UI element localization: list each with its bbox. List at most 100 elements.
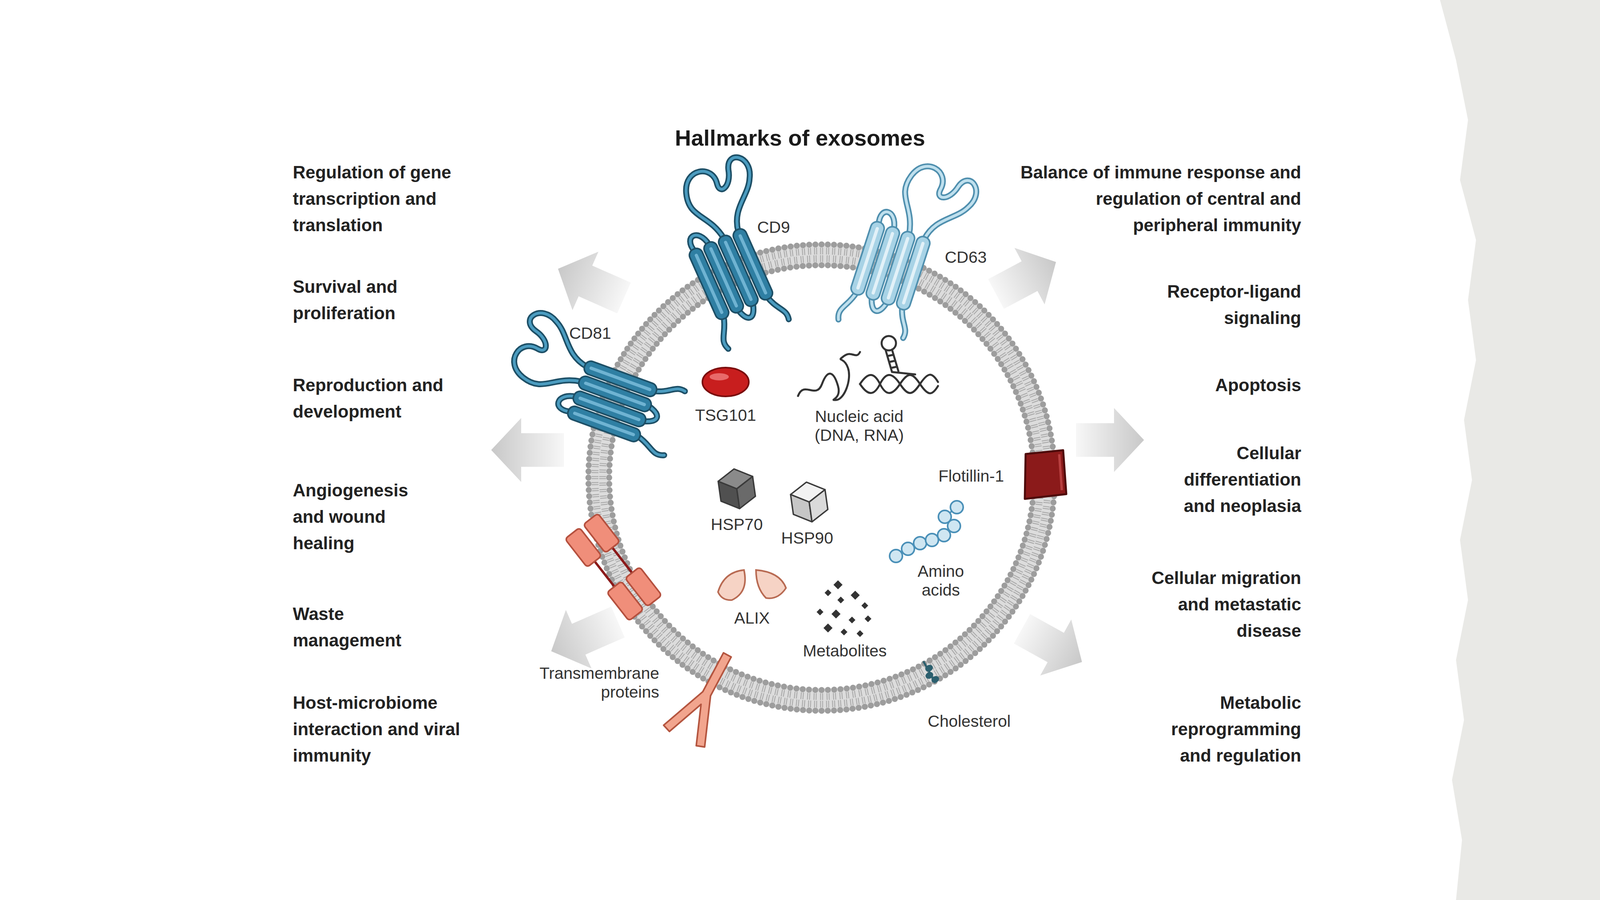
- lipid-tail: [936, 669, 940, 676]
- lipid-tail: [1041, 518, 1048, 520]
- lipid-tail: [877, 686, 880, 693]
- lipid-tail: [879, 685, 882, 692]
- lipid-tail: [1032, 432, 1040, 435]
- lipid-head: [694, 302, 701, 308]
- lipid-head: [962, 291, 969, 298]
- lipid-tail: [944, 285, 948, 291]
- lipid-head: [787, 243, 794, 250]
- lipid-head: [998, 361, 1005, 368]
- lipid-head: [932, 654, 938, 661]
- lipid-head: [586, 456, 592, 462]
- lipid-tail: [736, 685, 740, 692]
- lipid-tail: [1039, 526, 1047, 528]
- lipid-tail: [620, 367, 626, 371]
- lipid-tail: [1000, 339, 1006, 344]
- lipid-head: [606, 462, 613, 468]
- lipid-head: [1046, 425, 1053, 432]
- lipid-tail: [770, 261, 772, 268]
- lipid-head: [818, 708, 825, 714]
- lipid-tail: [1006, 363, 1013, 368]
- lipid-tail: [828, 693, 830, 700]
- function-label: Survival and proliferation: [292, 273, 425, 327]
- lipid-head: [1012, 388, 1019, 395]
- lipid-tail: [592, 454, 600, 456]
- lipid-tail: [870, 695, 872, 703]
- protein-loop: [654, 381, 686, 402]
- lipid-tail: [1030, 529, 1038, 531]
- lipid-tail: [599, 476, 606, 477]
- lipid-tail: [844, 699, 846, 707]
- lipid-tail: [1038, 424, 1046, 426]
- lipid-head: [880, 699, 886, 706]
- lipid-tail: [1040, 430, 1047, 432]
- lipid-tail: [726, 672, 730, 679]
- lipid-tail: [675, 650, 680, 656]
- dimer-subunit: [583, 513, 620, 553]
- lipid-tail: [602, 437, 610, 439]
- lipid-head: [662, 618, 668, 624]
- lipid-tail: [662, 628, 668, 634]
- lipid-tail: [977, 627, 982, 632]
- lipid-tail: [846, 699, 848, 707]
- lipid-tail: [1028, 413, 1035, 416]
- lipid-head: [660, 303, 667, 310]
- lipid-head: [880, 677, 887, 684]
- lipid-tail: [644, 343, 650, 348]
- lipid-head: [1042, 542, 1048, 548]
- transmembrane-helix: [731, 226, 775, 302]
- lipid-tail: [975, 322, 981, 327]
- lipid-tail: [1003, 358, 1009, 362]
- lipid-tail: [1030, 533, 1037, 536]
- lipid-tail: [622, 361, 629, 366]
- lipid-tail: [1038, 531, 1045, 534]
- lipid-tail: [636, 341, 642, 346]
- lipid-tail: [928, 276, 932, 282]
- cube-face: [790, 492, 812, 524]
- lipid-tail: [996, 334, 1002, 340]
- lipid-head: [831, 241, 838, 248]
- lipid-tail: [1032, 523, 1040, 525]
- lipid-tail: [792, 249, 793, 257]
- lipid-head: [763, 701, 770, 708]
- lipid-head: [1027, 437, 1034, 444]
- lipid-tail: [688, 290, 693, 296]
- lipid-tail: [990, 624, 996, 629]
- lipid-tail: [897, 679, 900, 686]
- lipid-head: [670, 322, 677, 329]
- lipid-head: [619, 548, 626, 555]
- lipid-head: [689, 280, 696, 287]
- lipid-tail: [683, 293, 688, 300]
- lipid-head: [985, 637, 992, 644]
- lipid-head: [892, 673, 899, 680]
- lipid-tail: [889, 682, 892, 689]
- lipid-head: [926, 657, 933, 664]
- lipid-head: [976, 646, 983, 652]
- lipid-head: [837, 707, 844, 714]
- lipid-tail: [698, 657, 703, 663]
- lipid-head: [937, 650, 944, 657]
- lipid-head: [926, 681, 932, 688]
- lipid-tail: [848, 256, 849, 264]
- lipid-head: [994, 356, 1001, 362]
- lipid-tail: [862, 697, 864, 704]
- lipid-tail: [733, 683, 736, 690]
- lipid-tail: [816, 247, 818, 255]
- lipid-head: [824, 241, 831, 248]
- lipid-tail: [1029, 535, 1036, 538]
- lipid-tail: [822, 255, 824, 262]
- lipid-tail: [1026, 387, 1034, 390]
- lipid-head: [649, 345, 656, 352]
- lipid-tail: [657, 634, 663, 639]
- lipid-tail: [858, 698, 860, 705]
- lipid-head: [1019, 593, 1026, 600]
- lipid-head: [966, 322, 973, 329]
- part-label: Metabolites: [792, 641, 897, 661]
- lipid-tail: [942, 656, 947, 662]
- lipid-tail: [1010, 580, 1017, 584]
- lipid-head: [679, 287, 686, 294]
- lipid-head: [781, 265, 788, 272]
- lipid-head: [769, 246, 776, 253]
- lipid-tail: [1004, 605, 1011, 610]
- transmembrane-helix: [582, 359, 659, 399]
- lipid-head: [635, 366, 642, 373]
